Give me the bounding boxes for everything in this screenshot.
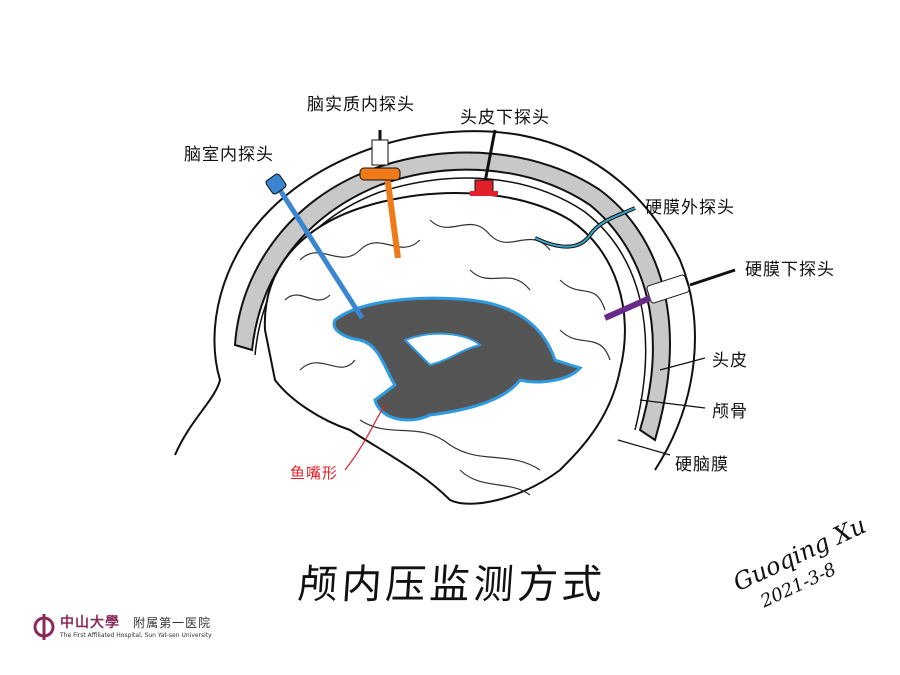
label-subcutaneous-probe: 头皮下探头 [460,108,550,128]
fish-mouth-shape [403,332,483,367]
logo-hospital: 附属第一医院 [133,616,212,630]
university-logo-mark [33,614,55,640]
label-ventricular-probe: 脑室内探头 [184,145,274,165]
epidural-probe [534,206,636,249]
hospital-logo: 中山大學 附属第一医院 The First Affiliated Hospita… [60,612,212,639]
label-scalp: 头皮 [712,351,748,371]
parenchymal-probe [359,130,401,259]
brain-gyri [284,219,611,496]
logo-university: 中山大學 [60,615,120,631]
label-subdural-probe: 硬膜下探头 [745,260,835,280]
fish-mouth-pointer [344,404,386,471]
subcutaneous-probe [470,129,498,196]
label-parenchymal-probe: 脑实质内探头 [307,95,415,115]
head-outline [174,130,696,471]
leader-lines [617,357,706,456]
lateral-ventricle [332,296,583,422]
diagram-title: 颅内压监测方式 [296,562,608,608]
label-dura-mater: 硬脑膜 [675,455,729,475]
label-epidural-probe: 硬膜外探头 [645,198,735,218]
logo-english: The First Affiliated Hospital, Sun Yat-s… [60,632,212,639]
ventricular-probe [265,173,365,320]
label-fish-mouth: 鱼嘴形 [290,464,339,482]
label-skull: 颅骨 [712,402,748,422]
subdural-probe [603,268,736,321]
